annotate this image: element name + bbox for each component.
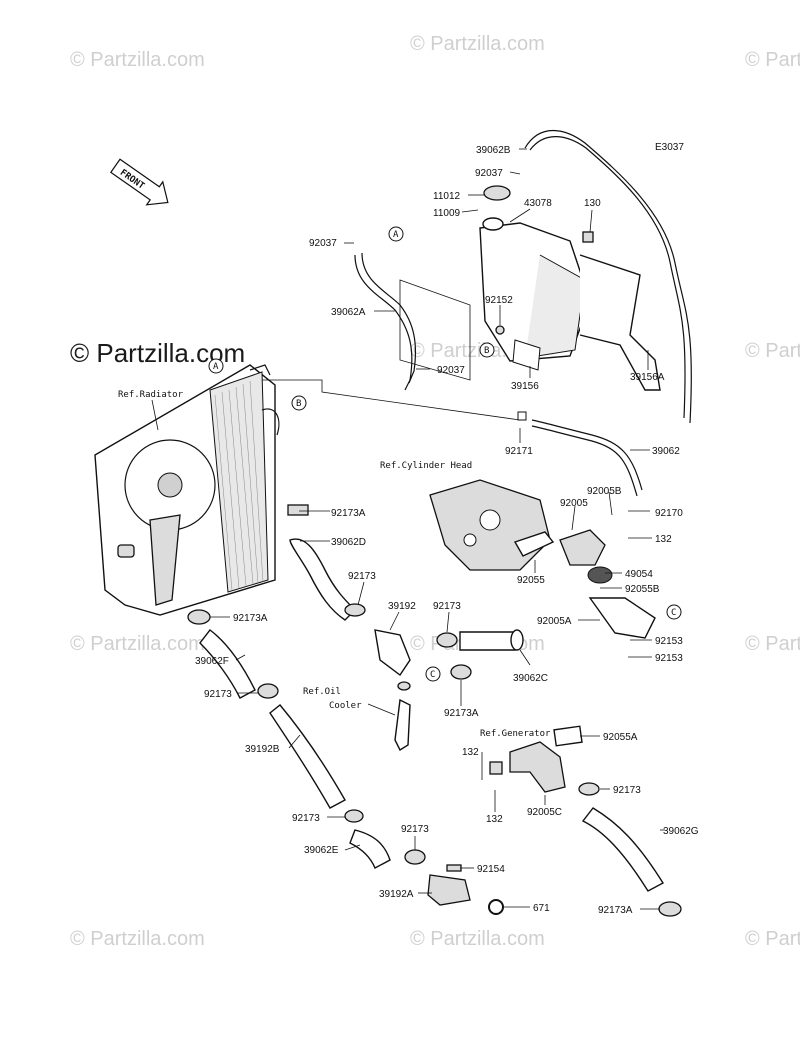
label-92173A: 92173A (331, 508, 366, 519)
tag-c (425, 666, 441, 682)
watermark: © Partzilla.com (745, 49, 800, 71)
label-92037: 92037 (475, 168, 503, 179)
hose-39192b (269, 704, 346, 809)
hose-39062f (199, 629, 256, 699)
label-11009: 11009 (433, 208, 461, 219)
thermostat-housing (559, 529, 656, 639)
tag-b (479, 342, 495, 358)
label-92171: 92171 (505, 446, 533, 457)
tag-a (208, 358, 224, 374)
label-39192: 39192 (388, 601, 416, 612)
label-39192B: 39192B (245, 744, 280, 755)
label-92055B: 92055B (625, 584, 660, 595)
leader-lines (210, 148, 665, 910)
hose-39062e (349, 829, 391, 869)
label-39062: 39062 (652, 446, 680, 457)
label-39062G: 39062G (663, 826, 699, 837)
ref-radiator-label: Ref.Radiator (118, 390, 184, 400)
label-671: 671 (533, 903, 550, 914)
diagram-code: E3037 (655, 142, 684, 153)
label-39156: 39156 (511, 381, 539, 392)
tag-b-label: B (484, 346, 489, 356)
label-49054: 49054 (625, 569, 653, 580)
cylinder-head (429, 479, 551, 571)
hose-39062g (581, 807, 664, 892)
watermark: © Partzilla.com (410, 928, 545, 950)
label-39062E: 39062E (304, 845, 339, 856)
watermark: © Partzilla.com (745, 340, 800, 362)
label-92055A: 92055A (603, 732, 638, 743)
watermark: © Partzilla.com (70, 49, 205, 71)
tag-b-label: B (296, 399, 301, 409)
fitting-39192 (374, 629, 411, 677)
radiator-assembly (94, 364, 280, 616)
label-92153: 92153 (655, 636, 683, 647)
tag-a (388, 226, 404, 242)
part-labels: 39062B 92037 11012 11009 43078 130 92037… (195, 145, 699, 916)
watermark: © Partzilla.com (745, 928, 800, 950)
label-92173: 92173 (292, 813, 320, 824)
tag-c (666, 604, 682, 620)
label-92005C: 92005C (527, 807, 562, 818)
label-39156A: 39156A (630, 372, 665, 383)
label-132: 132 (655, 534, 672, 545)
tag-a-label: A (213, 362, 219, 372)
label-92173: 92173 (401, 824, 429, 835)
label-43078: 43078 (524, 198, 552, 209)
label-39062F: 39062F (195, 656, 229, 667)
label-92005B: 92005B (587, 486, 622, 497)
watermark: © Partzilla.com (70, 633, 205, 655)
label-92173: 92173 (613, 785, 641, 796)
tag-c-label: C (671, 608, 676, 618)
label-92005: 92005 (560, 498, 588, 509)
label-92037: 92037 (437, 365, 465, 376)
label-92173A: 92173A (233, 613, 268, 624)
watermark: © Partzilla.com (745, 633, 800, 655)
label-132: 132 (486, 814, 503, 825)
generator-cover (509, 741, 566, 793)
tag-a-label: A (393, 230, 399, 240)
label-39062B: 39062B (476, 145, 511, 156)
label-92173: 92173 (204, 689, 232, 700)
label-92005A: 92005A (537, 616, 572, 627)
front-arrow-icon: FRONT (110, 158, 169, 206)
ref-cylinder-head-label: Ref.Cylinder Head (380, 461, 472, 471)
tag-b (291, 395, 307, 411)
label-92173A: 92173A (444, 708, 479, 719)
tag-c-label: C (430, 670, 435, 680)
label-130: 130 (584, 198, 601, 209)
watermark: © Partzilla.com (70, 928, 205, 950)
label-92173: 92173 (348, 571, 376, 582)
label-92173A: 92173A (598, 905, 633, 916)
label-92170: 92170 (655, 508, 683, 519)
label-39062C: 39062C (513, 673, 548, 684)
label-92152: 92152 (485, 295, 513, 306)
label-39062D: 39062D (331, 537, 366, 548)
watermark: © Partzilla.com (410, 33, 545, 55)
label-92153: 92153 (655, 653, 683, 664)
label-11012: 11012 (433, 191, 461, 202)
ref-cooler-label: Cooler (329, 701, 362, 711)
ref-generator-label: Ref.Generator (480, 729, 551, 739)
label-92037: 92037 (309, 238, 337, 249)
reservoir-tank (479, 185, 594, 362)
fitting-39192a (427, 874, 471, 906)
label-92055: 92055 (517, 575, 545, 586)
ref-oil-label: Ref.Oil (303, 687, 341, 697)
label-39192A: 39192A (379, 889, 414, 900)
label-92173: 92173 (433, 601, 461, 612)
label-39062A: 39062A (331, 307, 366, 318)
label-132: 132 (462, 747, 479, 758)
label-92154: 92154 (477, 864, 505, 875)
